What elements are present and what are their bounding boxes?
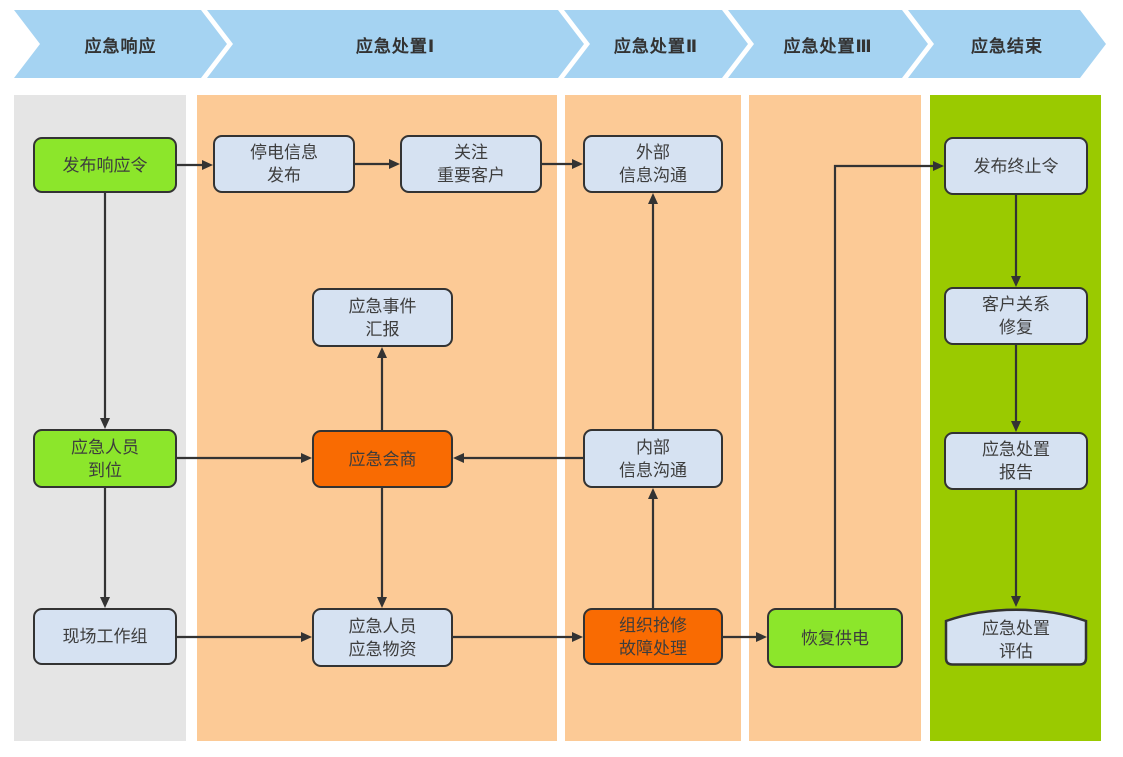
node-label: 现场工作组: [62, 627, 148, 646]
node-customer-relationship-repair: 客户关系 修复: [944, 287, 1088, 345]
node-label: 应急处置 评估: [982, 619, 1050, 661]
node-label: 发布响应令: [62, 155, 148, 175]
node-emergency-disposal-evaluation: 应急处置 评估: [944, 605, 1088, 667]
node-field-work-team: 现场工作组: [33, 608, 177, 665]
stage-banner-disposal-3: 应急处置Ⅲ: [728, 10, 928, 78]
stage-banner-emergency-response: 应急响应: [14, 10, 227, 78]
node-publish-termination-order: 发布终止令: [944, 137, 1088, 195]
node-repair-fault-handling: 组织抢修 故障处理: [583, 608, 723, 665]
node-emergency-consultation: 应急会商: [312, 430, 453, 488]
node-label: 恢复供电: [801, 628, 869, 648]
node-publish-response-order: 发布响应令: [33, 137, 177, 193]
node-outage-info-release: 停电信息 发布: [213, 135, 355, 193]
stage-banner-label: 应急处置Ⅲ: [783, 36, 873, 56]
node-label: 外部 信息沟通: [619, 143, 687, 185]
node-label: 关注 重要客户: [437, 143, 505, 185]
stage-banner-emergency-end: 应急结束: [908, 10, 1106, 78]
stage-banner-label: 应急结束: [971, 36, 1043, 56]
node-label: 应急会商: [348, 449, 417, 469]
node-label: 发布终止令: [973, 156, 1059, 176]
node-emergency-disposal-report: 应急处置 报告: [944, 432, 1088, 490]
node-key-customer-attention: 关注 重要客户: [400, 135, 542, 193]
stage-banner-disposal-1: 应急处置Ⅰ: [207, 10, 584, 78]
node-personnel-and-materials: 应急人员 应急物资: [312, 608, 453, 667]
node-personnel-in-place: 应急人员 到位: [33, 429, 177, 488]
node-restore-power: 恢复供电: [767, 608, 903, 668]
node-label: 应急事件 汇报: [348, 296, 417, 339]
stage-banner-label: 应急处置Ⅱ: [613, 36, 699, 56]
node-emergency-event-report: 应急事件 汇报: [312, 288, 453, 347]
stage-banner-label: 应急响应: [84, 36, 157, 56]
node-label: 客户关系 修复: [982, 295, 1050, 337]
node-label: 应急人员 到位: [71, 437, 139, 480]
node-label: 应急处置 报告: [982, 440, 1050, 482]
arc-top-shape: [944, 608, 1088, 666]
stage-banner-label: 应急处置Ⅰ: [355, 36, 436, 56]
node-internal-info-comm: 内部 信息沟通: [583, 429, 723, 488]
node-label: 内部 信息沟通: [619, 437, 687, 480]
node-label: 组织抢修 故障处理: [619, 615, 687, 658]
stage-banner-disposal-2: 应急处置Ⅱ: [564, 10, 748, 78]
node-external-info-comm: 外部 信息沟通: [583, 135, 723, 193]
node-label: 应急人员 应急物资: [348, 616, 417, 659]
node-label: 停电信息 发布: [250, 143, 318, 185]
